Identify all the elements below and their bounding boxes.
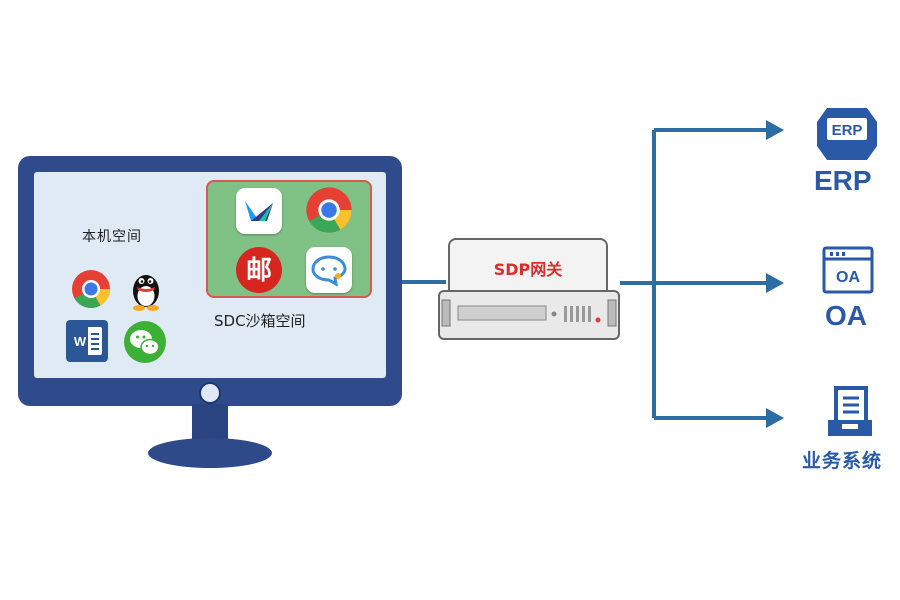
- sandbox-space-title: SDC沙箱空间: [214, 312, 306, 330]
- erp-label: ERP: [814, 165, 872, 196]
- server-panel-details: [441, 299, 617, 327]
- word-icon: W: [66, 320, 108, 362]
- erp-badge-text: ERP: [832, 122, 863, 139]
- arrow-head: [766, 408, 784, 428]
- feishu-icon: [236, 188, 282, 234]
- chat-icon: [306, 247, 352, 293]
- oa-badge-text: OA: [836, 269, 860, 286]
- business-system-label: 业务系统: [802, 450, 883, 472]
- arrow-head: [766, 120, 784, 140]
- arrow-head: [766, 273, 784, 293]
- svg-text:邮: 邮: [246, 256, 272, 286]
- qq-icon: [133, 275, 159, 311]
- power-button: [199, 382, 221, 404]
- business-system-icon: [828, 386, 872, 436]
- erp-badge-icon: ERP: [817, 108, 877, 160]
- svg-text:W: W: [74, 334, 87, 349]
- oa-window-icon: OA: [822, 246, 874, 294]
- monitor-base: [148, 438, 272, 468]
- local-space-title: 本机空间: [82, 229, 142, 245]
- wechat-icon: [124, 321, 166, 363]
- chrome-icon: [72, 270, 111, 309]
- oa-label: OA: [825, 300, 867, 331]
- post-icon: 邮: [236, 247, 282, 293]
- chrome-icon: [306, 187, 352, 233]
- sdp-gateway-label: SDP网关: [493, 260, 563, 279]
